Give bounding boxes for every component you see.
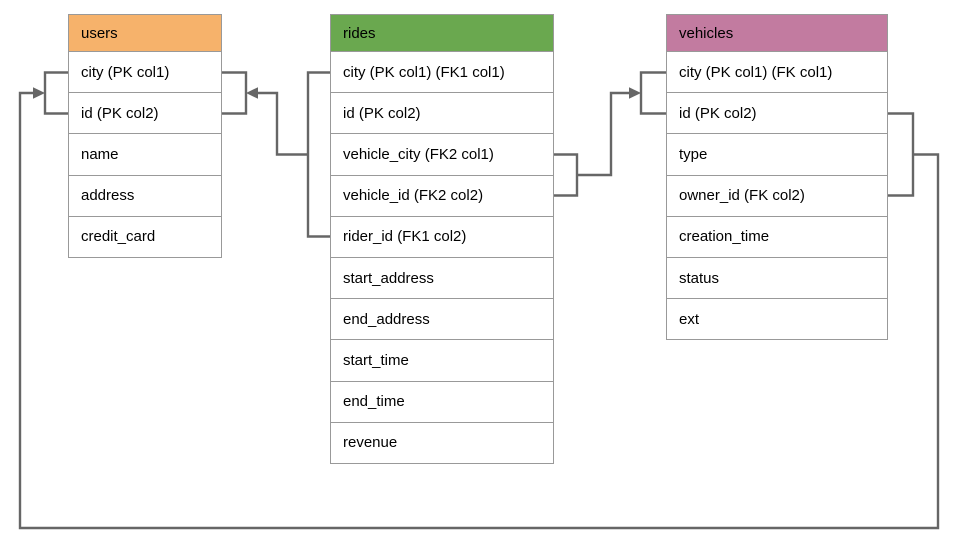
fk-connector-line — [18, 91, 940, 530]
column-row: id (PK col2) — [330, 93, 554, 135]
column-row: credit_card — [68, 216, 222, 258]
relationship-rides-users-fk1 — [222, 71, 330, 238]
fk1-arrowhead-left-icon — [246, 87, 258, 99]
fk2-arrowhead-right-icon — [629, 87, 641, 99]
column-row: id (PK col2) — [666, 93, 888, 135]
column-row: start_time — [330, 340, 554, 382]
column-row: id (PK col2) — [68, 93, 222, 135]
column-row: revenue — [330, 422, 554, 464]
users-pk-bracket-right — [222, 71, 248, 115]
column-row: vehicle_city (FK2 col1) — [330, 134, 554, 176]
table-rides-columns: city (PK col1) (FK1 col1)id (PK col2)veh… — [330, 52, 554, 464]
column-row: vehicle_id (FK2 col2) — [330, 175, 554, 217]
column-row: rider_id (FK1 col2) — [330, 216, 554, 258]
table-vehicles[interactable]: vehicles city (PK col1) (FK col1)id (PK … — [666, 14, 888, 341]
relationship-vehicles-users-fk — [18, 71, 940, 530]
vehicles-fk-bracket-right — [888, 112, 915, 197]
users-pk-bracket-left — [43, 71, 68, 115]
fk1-connector-line — [257, 91, 308, 156]
table-users-header: users — [68, 14, 222, 52]
column-row: owner_id (FK col2) — [666, 175, 888, 217]
table-rides[interactable]: rides city (PK col1) (FK1 col1)id (PK co… — [330, 14, 554, 464]
relationship-rides-vehicles-fk2 — [554, 71, 666, 197]
rides-fk1-bracket-left — [306, 71, 330, 238]
column-row: city (PK col1) — [68, 52, 222, 94]
column-row: city (PK col1) (FK col1) — [666, 52, 888, 94]
column-row: start_address — [330, 257, 554, 300]
fk2-connector-line — [577, 91, 630, 177]
column-row: city (PK col1) (FK1 col1) — [330, 52, 554, 94]
table-vehicles-columns: city (PK col1) (FK col1)id (PK col2)type… — [666, 52, 888, 341]
column-row: type — [666, 134, 888, 176]
column-row: status — [666, 257, 888, 300]
column-row: end_time — [330, 381, 554, 423]
column-row: end_address — [330, 299, 554, 341]
rides-fk2-bracket-right — [554, 153, 579, 197]
column-row: name — [68, 134, 222, 176]
table-rides-header: rides — [330, 14, 554, 52]
table-vehicles-header: vehicles — [666, 14, 888, 52]
column-row: ext — [666, 299, 888, 341]
fk-arrowhead-right-icon — [33, 87, 45, 99]
vehicles-pk-bracket-left — [639, 71, 666, 115]
column-row: address — [68, 175, 222, 217]
column-row: creation_time — [666, 216, 888, 258]
